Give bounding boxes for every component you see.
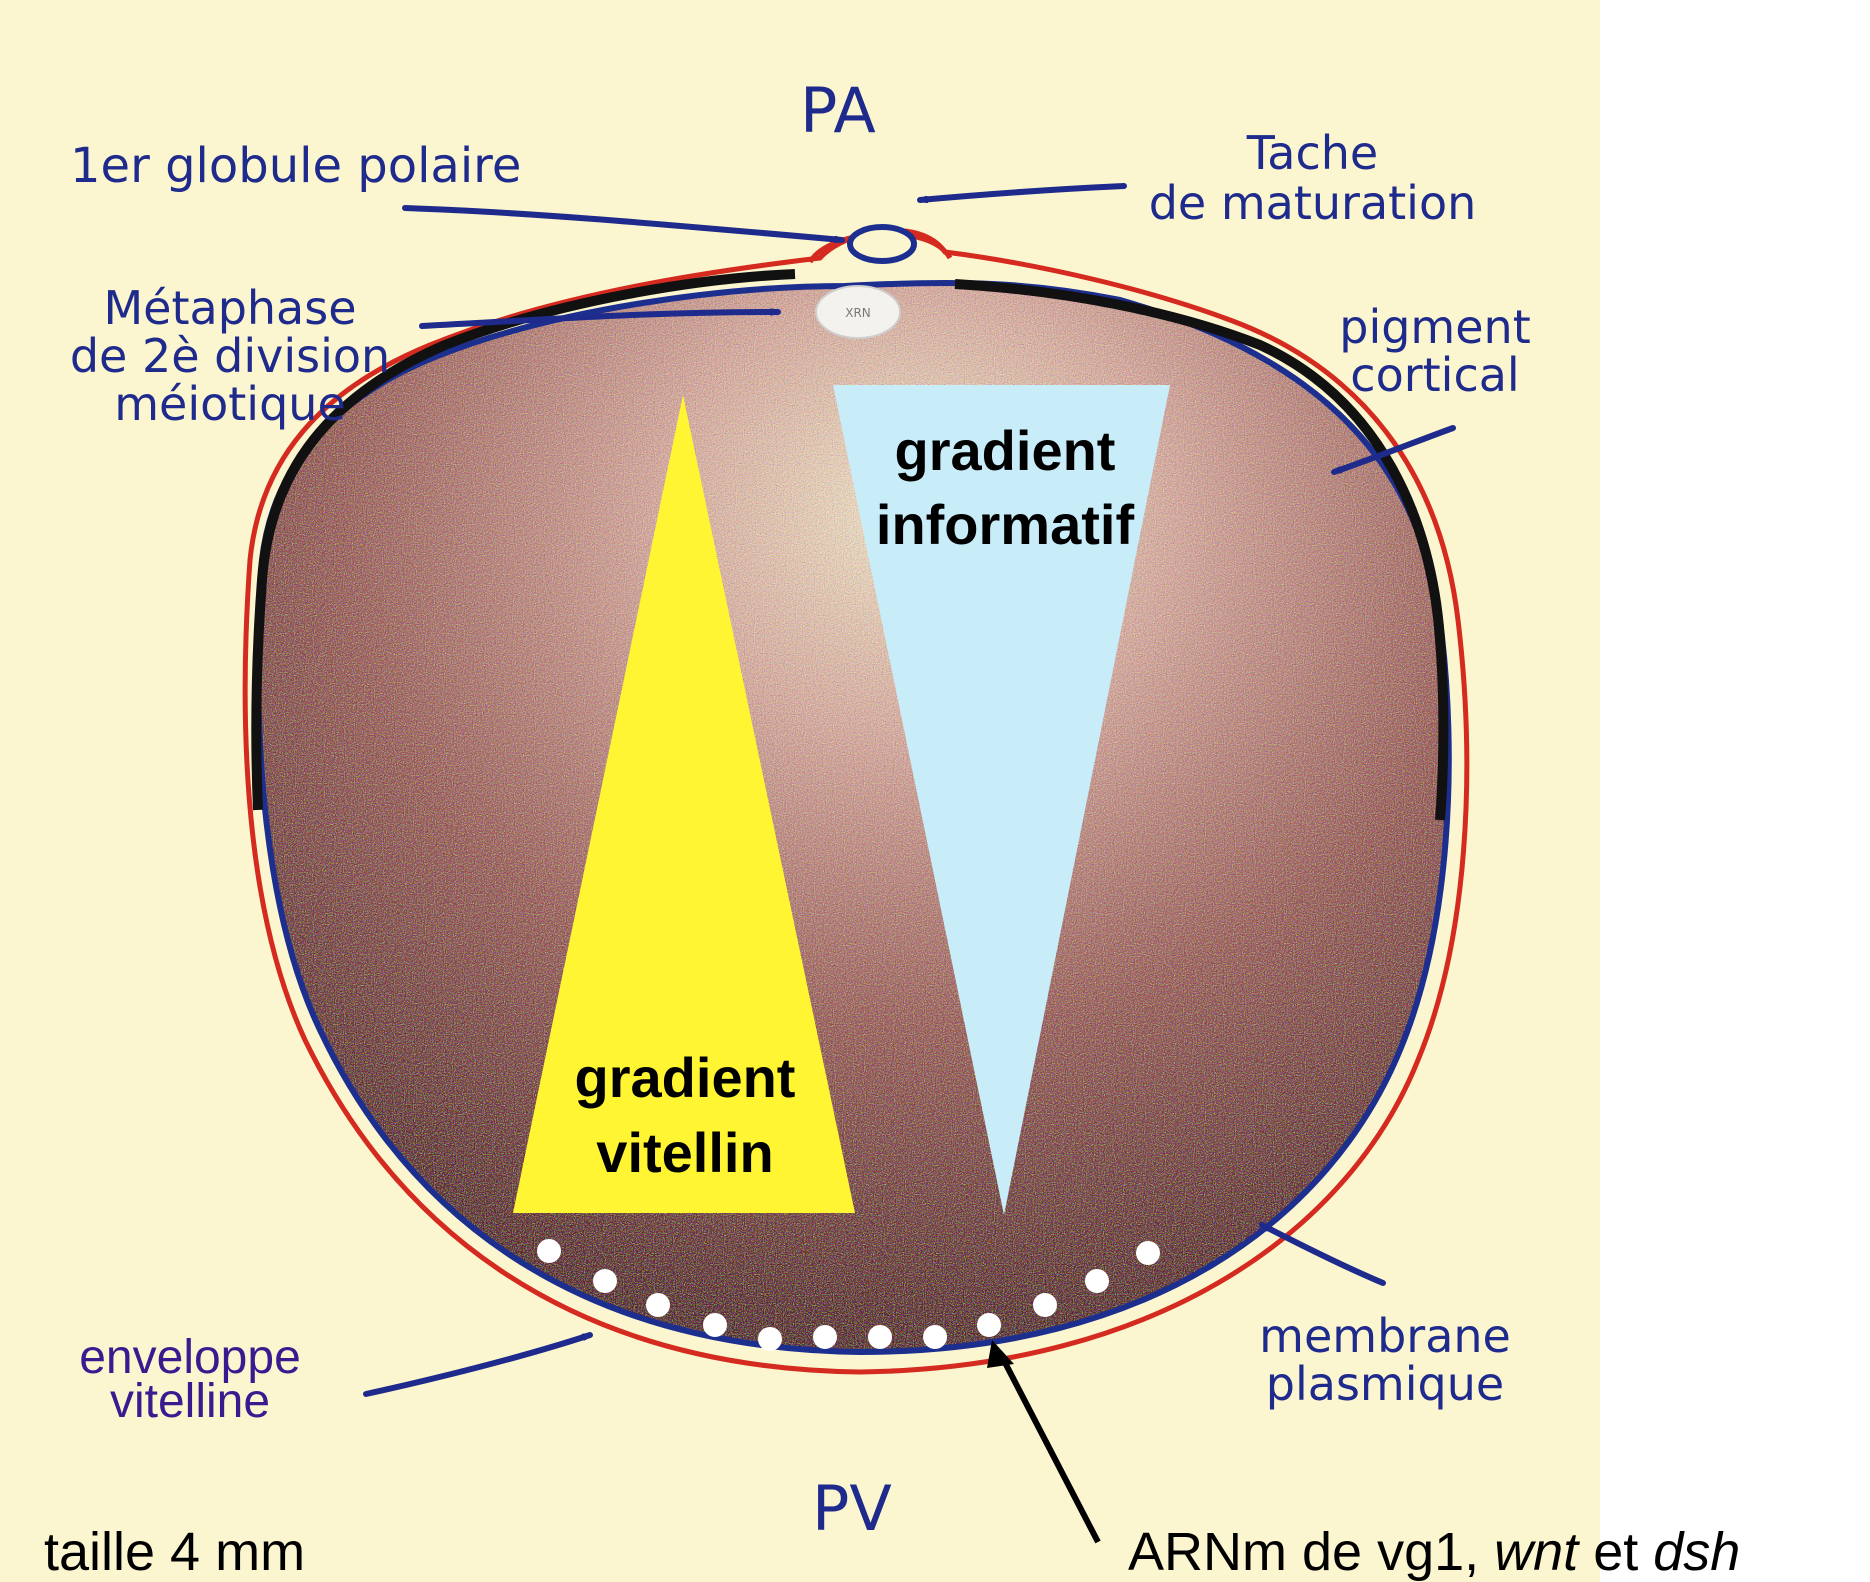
mrna-label: ARNm de vg1, wnt et dsh — [1128, 1525, 1740, 1579]
membrane-line2: plasmique — [1235, 1360, 1535, 1408]
yolk-gradient-label: gradient vitellin — [540, 1040, 830, 1190]
informative-gradient-label: gradient informatif — [840, 414, 1170, 562]
mrna-dot — [758, 1327, 782, 1351]
mrna-dot — [977, 1313, 1001, 1337]
mrna-prefix: ARNm de vg1, — [1128, 1522, 1494, 1582]
membrane-label: membrane plasmique — [1235, 1312, 1535, 1408]
mrna-dot — [923, 1325, 947, 1349]
polar-body-label: 1er globule polaire — [70, 142, 521, 190]
nucleus-label: XRN — [845, 306, 871, 320]
mrna-dot — [868, 1325, 892, 1349]
maturation-label: Tache de maturation — [1130, 128, 1495, 228]
vitelline-line1: enveloppe — [45, 1336, 335, 1380]
maturation-line2: de maturation — [1130, 178, 1495, 228]
maturation-line1: Tache — [1130, 128, 1495, 178]
pigment-label: pigment cortical — [1325, 303, 1545, 399]
mrna-dot — [1085, 1269, 1109, 1293]
mrna-dot — [537, 1239, 561, 1263]
yolk-line1: gradient — [540, 1040, 830, 1115]
mrna-dsh: dsh — [1653, 1522, 1740, 1582]
size-label: taille 4 mm — [44, 1525, 305, 1579]
mrna-dot — [1033, 1293, 1057, 1317]
pv-label: PV — [812, 1478, 892, 1540]
vitelline-line2: vitelline — [45, 1380, 335, 1424]
yolk-line2: vitellin — [540, 1115, 830, 1190]
info-line2: informatif — [840, 488, 1170, 562]
mrna-wnt: wnt — [1494, 1522, 1578, 1582]
membrane-line1: membrane — [1235, 1312, 1535, 1360]
mrna-dot — [813, 1325, 837, 1349]
info-line1: gradient — [840, 414, 1170, 488]
metaphase-label: Métaphase de 2è division méiotique — [40, 284, 420, 428]
pigment-line2: cortical — [1325, 351, 1545, 399]
mrna-dot — [593, 1269, 617, 1293]
pa-label: PA — [800, 80, 876, 142]
metaphase-line1: Métaphase — [40, 284, 420, 332]
mrna-dot — [646, 1293, 670, 1317]
vitelline-label: enveloppe vitelline — [45, 1336, 335, 1424]
mrna-dot — [703, 1313, 727, 1337]
pigment-line1: pigment — [1325, 303, 1545, 351]
metaphase-line3: méiotique — [40, 380, 420, 428]
polar-body — [850, 227, 914, 261]
mrna-mid: et — [1578, 1522, 1653, 1582]
mrna-dot — [1136, 1241, 1160, 1265]
metaphase-line2: de 2è division — [40, 332, 420, 380]
